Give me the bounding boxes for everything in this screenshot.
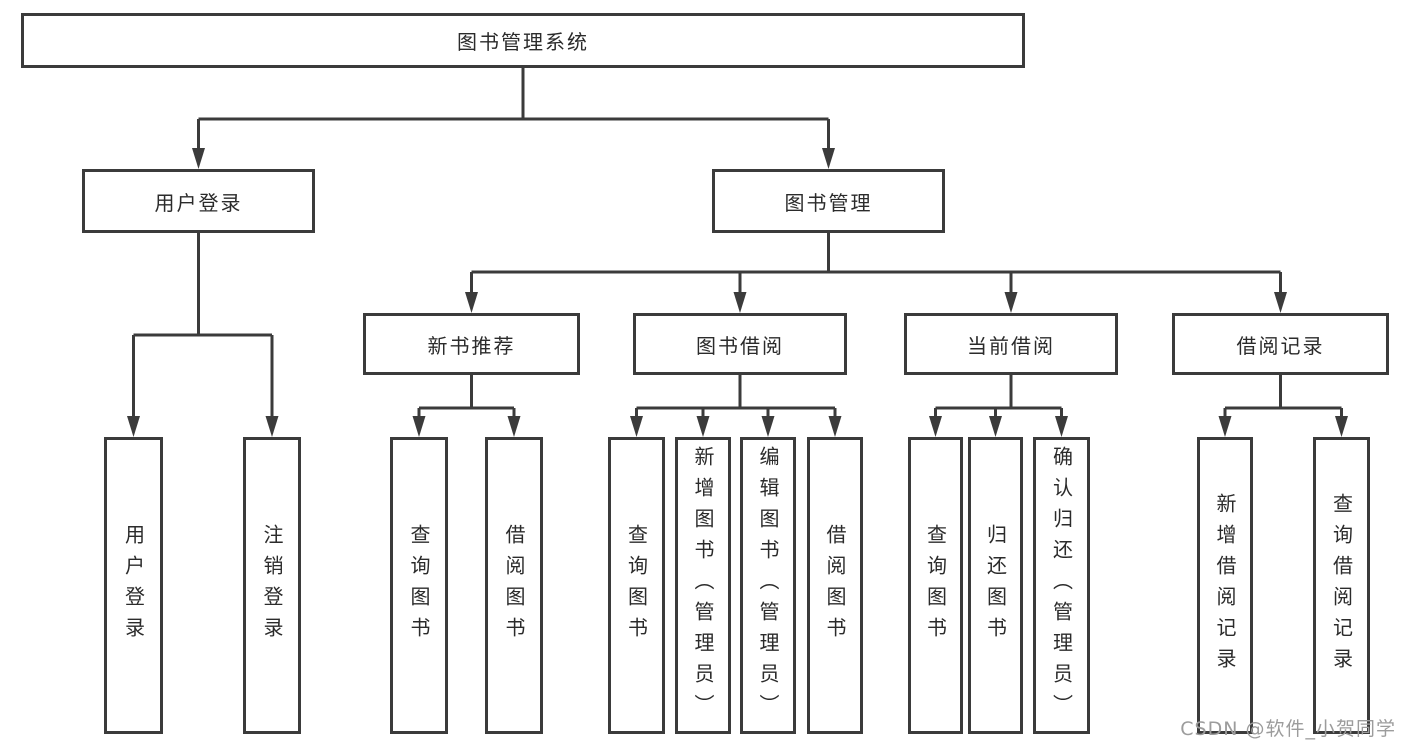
- node-current-borrowing: 当前借阅: [904, 313, 1118, 375]
- leaf-edit-books-admin: 编辑图书（管理员）: [740, 437, 796, 734]
- leaf-label: 查询图书: [624, 523, 649, 648]
- node-label: 当前借阅: [967, 333, 1055, 358]
- node-book-management: 图书管理: [712, 169, 945, 233]
- leaf-borrow-books-recommend: 借阅图书: [485, 437, 543, 734]
- leaf-label: 查询图书: [407, 523, 431, 648]
- leaf-add-borrow-record: 新增借阅记录: [1197, 437, 1253, 734]
- arrowheads: [127, 148, 1348, 437]
- leaf-label: 新增图书（管理员）: [691, 446, 715, 725]
- leaf-add-books-admin: 新增图书（管理员）: [675, 437, 731, 734]
- node-label: 图书管理: [784, 190, 873, 215]
- leaf-logout: 注销登录: [243, 437, 301, 734]
- node-user-login: 用户登录: [82, 169, 315, 233]
- leaf-label: 查询图书: [923, 523, 948, 648]
- node-label: 新书推荐: [427, 333, 516, 358]
- node-label: 图书管理系统: [457, 30, 589, 54]
- leaf-query-borrow-record: 查询借阅记录: [1313, 437, 1370, 734]
- node-label: 图书借阅: [696, 333, 784, 358]
- leaf-label: 归还图书: [983, 523, 1008, 648]
- leaf-confirm-return-admin: 确认归还（管理员）: [1033, 437, 1090, 734]
- csdn-watermark: CSDN @软件_小贺同学: [1180, 718, 1396, 740]
- leaf-label: 确认归还（管理员）: [1049, 446, 1074, 725]
- leaf-label: 用户登录: [121, 523, 146, 648]
- leaf-user-login: 用户登录: [104, 437, 163, 734]
- node-borrowing-records: 借阅记录: [1172, 313, 1389, 375]
- leaf-label: 借阅图书: [502, 523, 526, 648]
- leaf-return-books: 归还图书: [968, 437, 1023, 734]
- node-book-borrowing: 图书借阅: [633, 313, 847, 375]
- leaf-label: 借阅图书: [823, 523, 847, 648]
- node-new-book-recommendation: 新书推荐: [363, 313, 580, 375]
- node-label: 借阅记录: [1236, 333, 1325, 358]
- leaf-query-books-borrow: 查询图书: [608, 437, 665, 734]
- node-label: 用户登录: [154, 190, 243, 215]
- leaf-query-books-recommend: 查询图书: [390, 437, 448, 734]
- leaf-query-books-current: 查询图书: [908, 437, 963, 734]
- leaf-label: 查询借阅记录: [1329, 492, 1354, 679]
- leaf-label: 编辑图书（管理员）: [756, 446, 780, 725]
- leaf-borrow-books: 借阅图书: [807, 437, 863, 734]
- node-root-library-management-system: 图书管理系统: [21, 13, 1025, 68]
- leaf-label: 新增借阅记录: [1213, 492, 1237, 679]
- leaf-label: 注销登录: [260, 523, 284, 648]
